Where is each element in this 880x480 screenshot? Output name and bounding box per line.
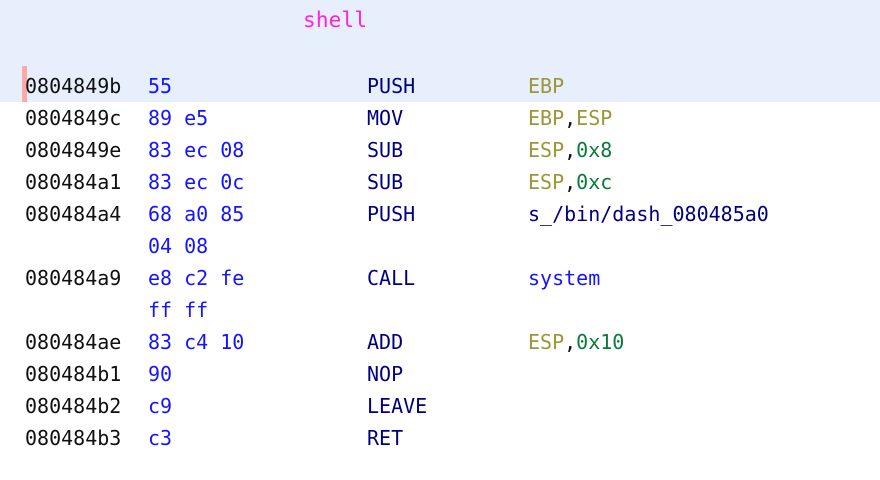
instruction-mnemonic: SUB bbox=[367, 138, 404, 162]
instruction-mnemonic: ADD bbox=[367, 330, 404, 354]
operand-token-reg: ESP bbox=[528, 138, 565, 162]
instruction-bytes: 55 bbox=[148, 74, 173, 98]
operand-token-sym[interactable]: s_/bin/dash_080485a0 bbox=[528, 202, 769, 226]
instruction-mnemonic: NOP bbox=[367, 362, 404, 386]
instruction-address: 080484a1 bbox=[25, 170, 122, 194]
instruction-operands: EBP,ESP bbox=[528, 102, 612, 134]
instruction-bytes: ff ff bbox=[148, 298, 209, 322]
instruction-mnemonic: CALL bbox=[367, 266, 416, 290]
instruction-bytes: 90 bbox=[148, 362, 173, 386]
code-line[interactable]: 0804849c 89 e5 MOV EBP,ESP bbox=[0, 102, 880, 134]
code-line[interactable]: 04 08 bbox=[0, 230, 880, 262]
code-line[interactable]: 080484a4 68 a0 85 PUSH s_/bin/dash_080485a0 bbox=[0, 198, 880, 230]
instruction-operands: EBP bbox=[528, 70, 564, 102]
code-line[interactable]: 080484a9 e8 c2 fe CALL system bbox=[0, 262, 880, 294]
instruction-bytes: 04 08 bbox=[148, 234, 209, 258]
line-cursor-caret bbox=[22, 66, 27, 102]
code-line[interactable]: 080484b1 90 NOP bbox=[0, 358, 880, 390]
instruction-operands: ESP,0xc bbox=[528, 166, 612, 198]
instruction-address: 080484a9 bbox=[25, 266, 122, 290]
selected-line-highlight-band bbox=[0, 0, 880, 102]
instruction-operands: system bbox=[528, 262, 600, 294]
instruction-bytes: 83 ec 08 bbox=[148, 138, 245, 162]
operand-token-imm: 0xc bbox=[576, 170, 613, 194]
instruction-bytes: 83 c4 10 bbox=[148, 330, 245, 354]
code-line[interactable]: 0804849e 83 ec 08 SUB ESP,0x8 bbox=[0, 134, 880, 166]
instruction-address: 080484b1 bbox=[25, 362, 122, 386]
instruction-address: 0804849e bbox=[25, 138, 122, 162]
instruction-address: 080484ae bbox=[25, 330, 122, 354]
instruction-mnemonic: PUSH bbox=[367, 74, 416, 98]
instruction-bytes: c9 bbox=[148, 394, 173, 418]
instruction-mnemonic: PUSH bbox=[367, 202, 416, 226]
operand-token-reg: ESP bbox=[528, 170, 565, 194]
instruction-address: 080484a4 bbox=[25, 202, 122, 226]
operand-token-punct: , bbox=[564, 170, 577, 194]
instruction-bytes: 83 ec 0c bbox=[148, 170, 245, 194]
function-name-label: shell bbox=[303, 8, 368, 32]
operand-token-reg: EBP bbox=[528, 106, 565, 130]
code-line[interactable]: 080484b2 c9 LEAVE bbox=[0, 390, 880, 422]
instruction-mnemonic: SUB bbox=[367, 170, 404, 194]
operand-token-reg: ESP bbox=[576, 106, 613, 130]
instruction-address: 0804849c bbox=[25, 106, 122, 130]
instruction-address: 080484b3 bbox=[25, 426, 122, 450]
instruction-operands: ESP,0x10 bbox=[528, 326, 624, 358]
instruction-operands: s_/bin/dash_080485a0 bbox=[528, 198, 769, 230]
code-line[interactable]: 0804849b 55 PUSH EBP bbox=[0, 70, 880, 102]
code-line[interactable]: ff ff bbox=[0, 294, 880, 326]
operand-token-punct: , bbox=[564, 330, 577, 354]
instruction-mnemonic: RET bbox=[367, 426, 404, 450]
instruction-address: 080484b2 bbox=[25, 394, 122, 418]
operand-token-punct: , bbox=[564, 106, 577, 130]
operand-token-reg: EBP bbox=[528, 74, 565, 98]
instruction-mnemonic: MOV bbox=[367, 106, 404, 130]
code-line[interactable]: 080484ae 83 c4 10 ADD ESP,0x10 bbox=[0, 326, 880, 358]
instruction-bytes: c3 bbox=[148, 426, 173, 450]
operand-token-punct: , bbox=[564, 138, 577, 162]
instruction-bytes: 68 a0 85 bbox=[148, 202, 245, 226]
operand-token-call[interactable]: system bbox=[528, 266, 601, 290]
instruction-address: 0804849b bbox=[25, 74, 122, 98]
instruction-bytes: 89 e5 bbox=[148, 106, 209, 130]
operand-token-imm: 0x10 bbox=[576, 330, 625, 354]
code-line[interactable]: 080484a1 83 ec 0c SUB ESP,0xc bbox=[0, 166, 880, 198]
instruction-bytes: e8 c2 fe bbox=[148, 266, 245, 290]
code-line[interactable]: 080484b3 c3 RET bbox=[0, 422, 880, 454]
operand-token-reg: ESP bbox=[528, 330, 565, 354]
instruction-mnemonic: LEAVE bbox=[367, 394, 428, 418]
operand-token-imm: 0x8 bbox=[576, 138, 613, 162]
instruction-operands: ESP,0x8 bbox=[528, 134, 612, 166]
